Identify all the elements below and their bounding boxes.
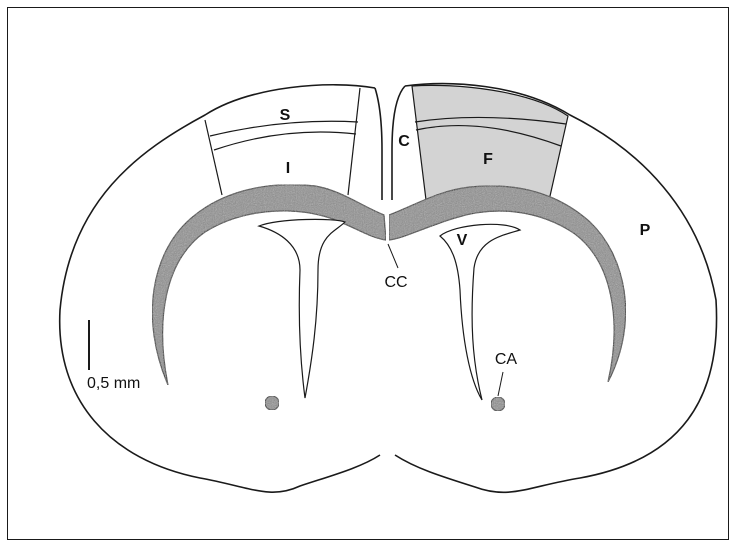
region-label-v: V [457,232,468,249]
region-label-p: P [640,222,651,239]
region-label-i: I [286,160,290,177]
scale-bar-label: 0,5 mm [87,375,140,392]
left-anterior-commissure [265,396,279,410]
region-label-s: S [280,107,291,124]
right-anterior-commissure [491,397,505,411]
region-label-c: C [398,133,410,150]
region-label-f: F [483,151,493,168]
cc-callout-line [388,244,398,268]
right-ventricle [440,224,520,400]
left-midline [375,88,382,200]
left-ventricle [259,219,345,398]
callout-label-ca: CA [495,351,518,368]
ca-callout-line [498,372,503,396]
region-s-i-column [205,88,360,195]
left-white-matter [152,185,386,385]
callout-label-cc: CC [384,274,407,291]
